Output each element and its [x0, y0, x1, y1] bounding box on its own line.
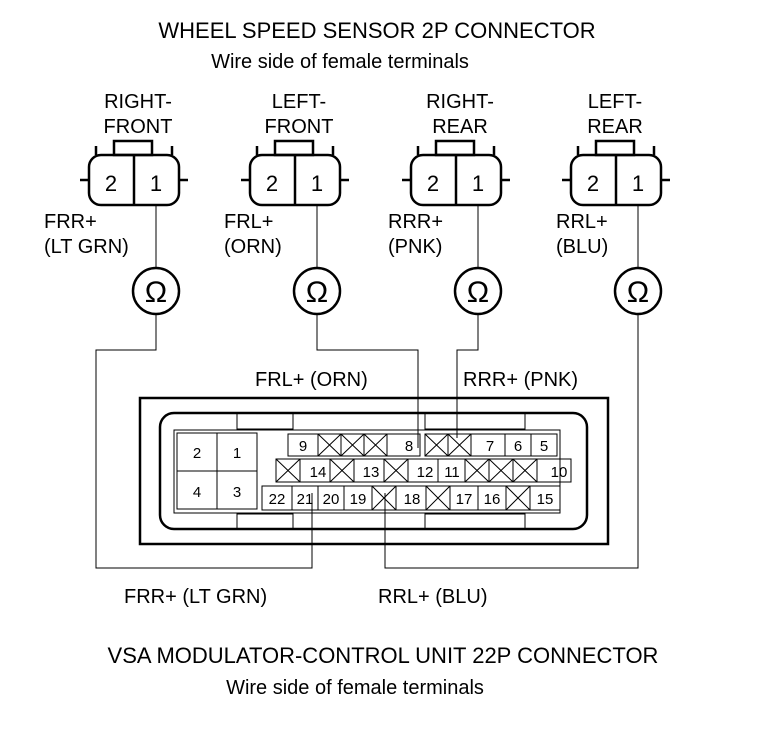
ohmmeter-rrl: Ω [613, 266, 663, 316]
ohmmeter-frl: Ω [292, 266, 342, 316]
sensor-2-name-line2: FRONT [265, 116, 334, 138]
sensor-3-pin-1: 1 [472, 171, 484, 196]
module-pin-18: 18 [404, 491, 421, 508]
sensor-1-wire-label: FRR+ [44, 211, 97, 233]
ohm-symbol-rrl: Ω [627, 276, 649, 309]
sensor-3-wire-label: RRR+ [388, 211, 443, 233]
sensor-3-name-line2: REAR [432, 116, 488, 138]
ohm-symbol-rrr: Ω [467, 276, 489, 309]
wire-rrl-lower [384, 314, 639, 569]
module-pin-2: 2 [193, 445, 201, 462]
sensor-connector-right-rear: 2 1 [402, 139, 510, 207]
sensor-2-pin-1: 1 [311, 171, 323, 196]
module-pin-16: 16 [484, 491, 501, 508]
sensor-4-pin-1: 1 [632, 171, 644, 196]
module-pin-1: 1 [233, 445, 241, 462]
ohm-symbol-frr: Ω [145, 276, 167, 309]
module-title: VSA MODULATOR-CONTROL UNIT 22P CONNECTOR [108, 643, 659, 668]
wire-frr-lower [95, 314, 313, 569]
module-subtitle: Wire side of female terminals [226, 677, 484, 699]
ohmmeter-rrr: Ω [453, 266, 503, 316]
vsa-connector-22p: 2 1 4 3 9 8 7 6 5 14 13 12 11 1 [138, 396, 610, 546]
ohmmeter-frr: Ω [131, 266, 181, 316]
module-pin-8: 8 [405, 438, 413, 455]
sensor-4-wire-color: (BLU) [556, 236, 608, 258]
sensor-connector-left-rear: 2 1 [562, 139, 670, 207]
sensor-3-name-line1: RIGHT- [426, 91, 494, 113]
sensor-1-wire-color: (LT GRN) [44, 236, 129, 258]
sensor-3-pin-2: 2 [427, 171, 439, 196]
module-pin-20: 20 [323, 491, 340, 508]
sensor-1-name-line1: RIGHT- [104, 91, 172, 113]
wire-rrr-lower [456, 314, 479, 438]
sensor-2-wire-color: (ORN) [224, 236, 282, 258]
module-pin-19: 19 [350, 491, 367, 508]
module-pin-15: 15 [537, 491, 554, 508]
diagram-subtitle: Wire side of female terminals [211, 51, 469, 73]
sensor-1-pin-1: 1 [150, 171, 162, 196]
module-pin-13: 13 [363, 464, 380, 481]
module-pin-6: 6 [514, 438, 522, 455]
module-label-rrl: RRL+ (BLU) [378, 586, 487, 608]
module-pin-17: 17 [456, 491, 473, 508]
module-label-frl: FRL+ (ORN) [255, 369, 368, 391]
sensor-4-name-line1: LEFT- [588, 91, 642, 113]
module-label-frr: FRR+ (LT GRN) [124, 586, 267, 608]
sensor-2-name-line1: LEFT- [272, 91, 326, 113]
sensor-2-pin-2: 2 [266, 171, 278, 196]
module-pin-11: 11 [444, 464, 460, 481]
module-pin-10: 10 [551, 464, 568, 481]
module-pin-12: 12 [417, 464, 434, 481]
sensor-3-wire-color: (PNK) [388, 236, 442, 258]
sensor-1-pin-2: 2 [105, 171, 117, 196]
sensor-connector-left-front: 2 1 [241, 139, 349, 207]
sensor-4-wire-label: RRL+ [556, 211, 608, 233]
sensor-2-wire-label: FRL+ [224, 211, 273, 233]
module-pin-9: 9 [299, 438, 307, 455]
sensor-4-name-line2: REAR [587, 116, 643, 138]
diagram-title: WHEEL SPEED SENSOR 2P CONNECTOR [158, 18, 595, 43]
module-pin-5: 5 [540, 438, 548, 455]
module-pin-4: 4 [193, 484, 201, 501]
module-pin-14: 14 [310, 464, 327, 481]
module-pin-7: 7 [486, 438, 494, 455]
module-pin-3: 3 [233, 484, 241, 501]
module-pin-22: 22 [269, 491, 286, 508]
module-pin-21: 21 [297, 491, 314, 508]
ohm-symbol-frl: Ω [306, 276, 328, 309]
sensor-connector-right-front: 2 1 [80, 139, 188, 207]
sensor-1-name-line2: FRONT [104, 116, 173, 138]
module-label-rrr: RRR+ (PNK) [463, 369, 578, 391]
sensor-4-pin-2: 2 [587, 171, 599, 196]
